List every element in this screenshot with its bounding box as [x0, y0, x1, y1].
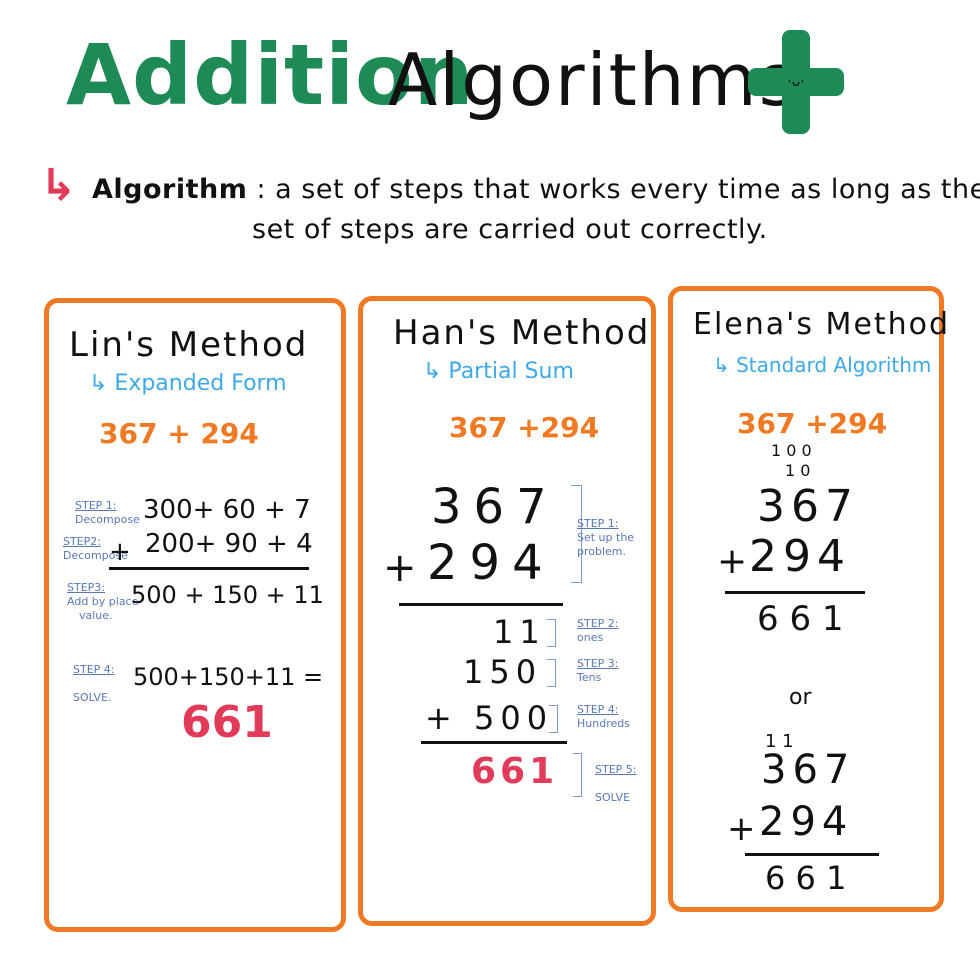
elena-top-b: 367 — [761, 747, 856, 793]
lin-sum-line — [109, 567, 309, 570]
elena-method-card: Elena's Method ↳ Standard Algorithm 367 … — [668, 286, 948, 912]
han-step1-text1: Set up the — [577, 530, 635, 544]
elena-line-a — [725, 591, 865, 594]
han-step5-text: SOLVE — [595, 790, 631, 804]
elena-title: Elena's Method — [693, 307, 951, 342]
lin-step1: STEP 1: Decompose — [75, 499, 140, 527]
han-line-2 — [421, 741, 567, 744]
elena-carry-b: 1 1 — [765, 731, 794, 752]
elena-answer-b: 6 6 1 — [765, 859, 847, 897]
han-step3-text: Tens — [577, 670, 602, 684]
lin-step2: STEP2: Decompose — [63, 535, 128, 563]
elena-carry-a-2: 1 0 — [785, 461, 811, 480]
han-bottom: 294 — [427, 535, 555, 591]
han-title: Han's Method — [393, 313, 651, 353]
lin-title: Lin's Method — [69, 325, 309, 365]
han-step4: STEP 4: Hundreds — [577, 703, 630, 731]
lin-step2-label: STEP2: — [63, 535, 101, 548]
lin-step3-text1: Add by place — [67, 594, 139, 608]
han-partial-ones: 11 — [493, 613, 546, 651]
han-step3: STEP 3: Tens — [577, 657, 619, 685]
lin-step4-text: SOLVE. — [73, 690, 112, 704]
lin-problem: 367 + 294 — [99, 417, 259, 450]
lin-row2-plus: + — [109, 537, 131, 567]
lin-step1-text: Decompose — [75, 512, 140, 526]
han-bracket-3 — [547, 659, 556, 687]
han-step4-label: STEP 4: — [577, 703, 619, 716]
han-line-1 — [399, 603, 563, 606]
elena-bottom-a: 294 — [749, 531, 851, 582]
han-answer: 661 — [471, 751, 559, 792]
elena-or: or — [789, 685, 812, 710]
elena-subtitle: ↳ Standard Algorithm — [713, 353, 932, 377]
han-subtitle: ↳ Partial Sum — [423, 359, 574, 384]
title-algorithms: Algorithms — [388, 38, 799, 122]
lin-step3-label: STEP3: — [67, 581, 105, 594]
han-step3-label: STEP 3: — [577, 657, 619, 670]
han-bracket-4 — [549, 705, 558, 733]
han-partial-tens: 150 — [463, 653, 543, 691]
lin-row1: 300+ 60 + 7 — [143, 495, 311, 525]
elena-answer-a: 6 6 1 — [757, 599, 844, 639]
han-step2-text: ones — [577, 630, 604, 644]
han-bracket-5 — [573, 753, 582, 797]
plus-mascot-icon: ·ᴗ· — [748, 30, 844, 134]
elena-line-b — [745, 853, 879, 856]
definition-text-1: : a set of steps that works every time a… — [256, 174, 980, 205]
lin-row2: 200+ 90 + 4 — [145, 529, 313, 559]
han-step2: STEP 2: ones — [577, 617, 619, 645]
han-step5: STEP 5: SOLVE — [595, 763, 637, 804]
lin-method-card: Lin's Method ↳ Expanded Form 367 + 294 S… — [44, 298, 346, 932]
han-top: 367 — [431, 479, 559, 535]
han-method-card: Han's Method ↳ Partial Sum 367 +294 367 … — [358, 296, 656, 926]
han-step1-label: STEP 1: — [577, 517, 619, 530]
lin-step3: STEP3: Add by place value. — [67, 581, 138, 622]
lin-step1-label: STEP 1: — [75, 499, 117, 512]
han-problem: 367 +294 — [449, 411, 600, 444]
elena-bottom-b: 294 — [759, 799, 854, 845]
lin-step4-label: STEP 4: — [73, 663, 115, 676]
definition-line-2: set of steps are carried out correctly. — [252, 214, 768, 245]
han-step5-label: STEP 5: — [595, 763, 637, 776]
han-bracket-1 — [571, 485, 582, 583]
han-plus: + — [383, 545, 417, 591]
lin-step4: STEP 4: SOLVE. — [73, 663, 115, 704]
han-step1-text2: problem. — [577, 544, 627, 558]
mascot-face: ·ᴗ· — [787, 74, 805, 90]
elena-problem: 367 +294 — [737, 407, 888, 440]
han-step4-text: Hundreds — [577, 716, 630, 730]
lin-step3-text2: value. — [79, 608, 113, 622]
han-step1: STEP 1: Set up the problem. — [577, 517, 634, 558]
title-addition: Addition — [66, 26, 475, 124]
lin-solve-expr: 500+150+11 = — [133, 663, 324, 691]
lin-step2-text: Decompose — [63, 548, 128, 562]
han-bracket-2 — [547, 619, 556, 647]
elena-carry-a-1: 1 0 0 — [771, 441, 812, 460]
definition-arrow-icon: ↳ — [40, 160, 77, 211]
elena-plus-b: + — [727, 809, 756, 849]
elena-top-a: 367 — [757, 481, 859, 532]
lin-subtitle: ↳ Expanded Form — [89, 371, 287, 396]
lin-answer: 661 — [181, 697, 273, 748]
elena-plus-a: + — [717, 541, 748, 582]
definition-line-1: Algorithm : a set of steps that works ev… — [92, 174, 980, 205]
lin-sum-row: 500 + 150 + 11 — [131, 581, 324, 609]
han-step2-label: STEP 2: — [577, 617, 619, 630]
han-partial-hundreds: + 500 — [425, 699, 554, 737]
definition-term: Algorithm — [92, 174, 248, 205]
